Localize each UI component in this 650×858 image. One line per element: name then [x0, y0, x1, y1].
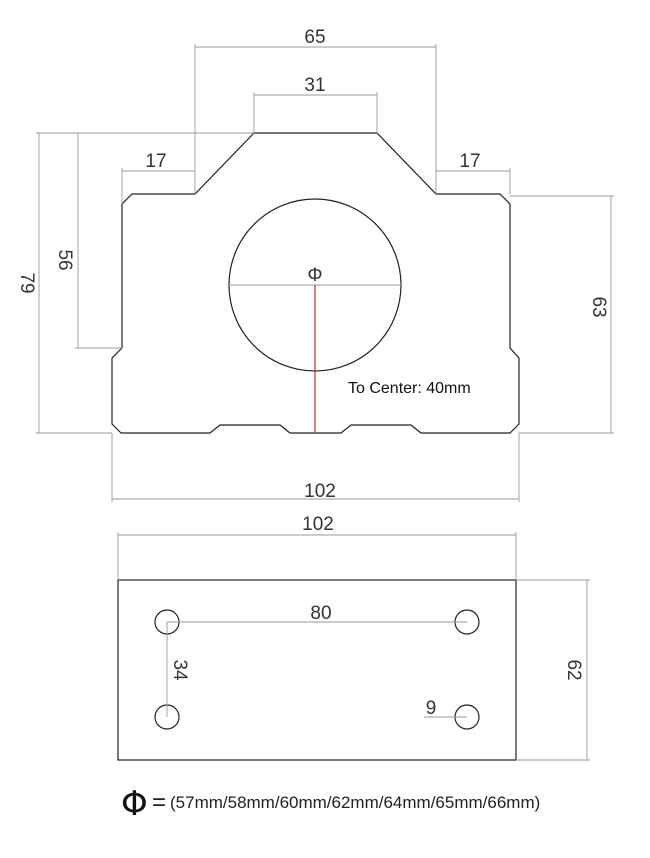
dim-102-base-label: 102: [302, 514, 334, 535]
dim-65: 65: [194, 27, 437, 194]
dim-31: 31: [253, 75, 378, 133]
dim-80: 80: [167, 603, 467, 624]
legend-equals: =: [152, 789, 166, 816]
dim-79-label: 79: [16, 272, 37, 293]
dim-56-label: 56: [54, 249, 75, 270]
dim-63-label: 63: [588, 296, 609, 317]
base-view: 102 62 80 34 9: [117, 514, 590, 761]
dim-63: 63: [510, 195, 614, 434]
dim-102-front-label: 102: [304, 481, 336, 502]
dim-34-label: 34: [169, 659, 190, 681]
base-plate: [117, 579, 517, 761]
dim-31-label: 31: [304, 75, 325, 96]
center-note: To Center: 40mm: [348, 380, 471, 397]
dim-56: 56: [54, 133, 122, 349]
bore-size-legend: Φ = (57mm/58mm/60mm/62mm/64mm/65mm/66mm): [121, 784, 540, 824]
legend-sizes: (57mm/58mm/60mm/62mm/64mm/65mm/66mm): [170, 793, 540, 812]
dim-62-label: 62: [563, 659, 584, 680]
dim-102-base: 102: [117, 514, 517, 580]
front-view: Φ To Center: 40mm 65 31 17 17: [16, 27, 614, 502]
dim-65-label: 65: [304, 27, 325, 48]
dim-17-right-label: 17: [459, 151, 480, 172]
bore-symbol: Φ: [307, 265, 322, 286]
dim-62: 62: [516, 579, 590, 761]
dim-17-left: 17: [121, 151, 195, 204]
dim-17-left-label: 17: [145, 151, 166, 172]
dim-17-right: 17: [436, 151, 511, 194]
legend-phi-symbol: Φ: [121, 784, 148, 824]
dim-102-front: 102: [111, 433, 520, 502]
dim-9-label: 9: [426, 698, 437, 719]
dim-79: 79: [16, 132, 254, 434]
dim-34: 34: [166, 622, 190, 717]
dim-9: 9: [424, 698, 467, 719]
dim-80-label: 80: [310, 603, 331, 624]
